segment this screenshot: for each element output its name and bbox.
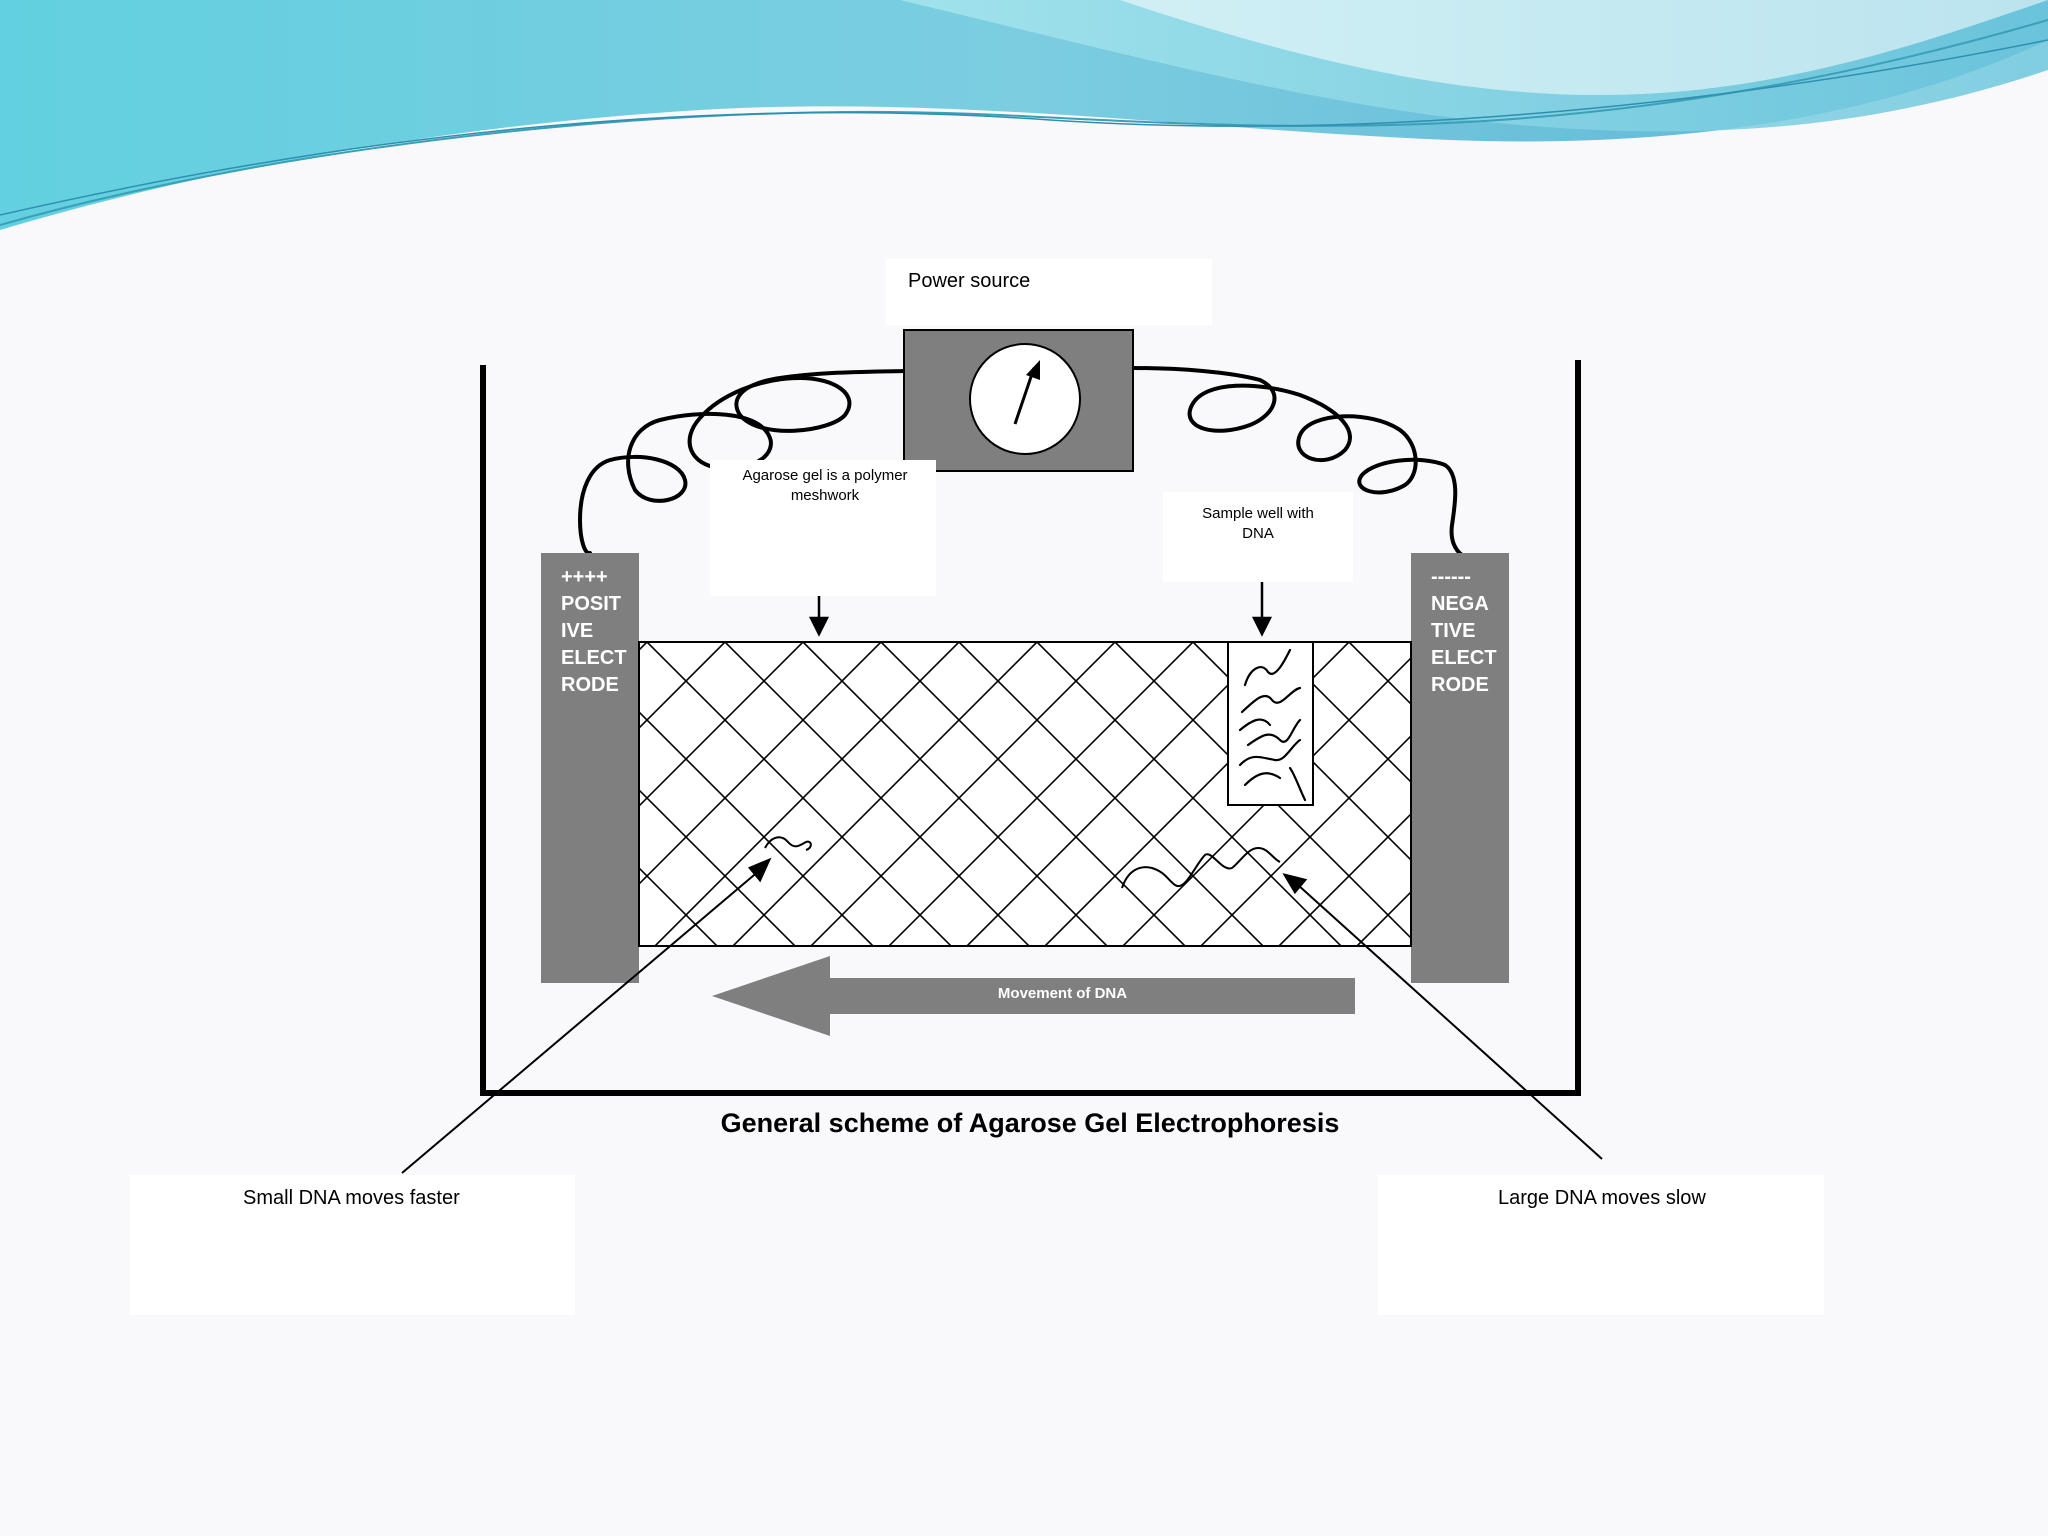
mesh-line [109,642,413,946]
negative-electrode [1411,553,1509,983]
mesh-line [880,642,1186,946]
mesh-line [732,642,1038,946]
mesh-line [187,642,491,946]
power-source-box [903,329,1134,472]
small-dna-label: Small DNA moves faster [243,1187,460,1209]
mesh-line [646,642,952,946]
mesh-line [1278,812,1411,946]
pointer-arrows [401,574,1603,1174]
large-dna-label-box [1378,1175,1824,1315]
large-dna-fragment [1121,846,1281,889]
power-source-label: Power source [908,270,1031,292]
mesh-line [1505,642,1809,946]
mesh-line [1661,642,1965,946]
mesh-line [888,642,1194,946]
right-wire [1131,366,1464,557]
mesh-line [639,866,718,946]
small-dna-fragment [764,836,812,851]
mesh-line [639,642,726,730]
positive-electrode-label: ++++ POSIT IVE ELECT RODE [561,566,627,696]
diagram-title: General scheme of Agarose Gel Electropho… [720,1108,1340,1138]
large-dna-label: Large DNA moves slow [1498,1187,1706,1209]
negative-electrode-label: ------ NEGA TIVE ELECT RODE [1431,566,1497,696]
mesh-line [1036,642,1342,946]
mesh-line [265,642,569,946]
mesh-line [639,788,796,946]
sample-well [1227,641,1314,806]
mesh-line [31,642,335,946]
mesh-line [958,642,1264,946]
mesh-line [654,642,960,946]
power-source-label-box [886,259,1212,325]
movement-label: Movement of DNA [997,985,1128,1002]
mesh-line [639,642,804,808]
gel-label: Agarose gel is a polymer meshwork [742,467,908,504]
gel-label-box [710,460,936,596]
well-label-box [1163,492,1353,582]
mesh-line [1200,734,1411,946]
mesh-line [639,710,874,946]
mesh-line [1583,642,1887,946]
well-label: Sample well with DNA [1202,505,1314,542]
small-dna-label-box [130,1175,575,1315]
header-wave [0,0,2048,230]
mesh-line [802,642,1108,946]
mesh-line [1270,642,1411,784]
mesh-line [810,642,1116,946]
mesh-line [724,642,1030,946]
buffer-tank [480,360,1581,1096]
mesh-line [639,642,882,886]
mesh-line [966,642,1272,946]
mesh-line [1356,890,1411,946]
positive-electrode [541,553,639,983]
mesh-line [1348,642,1411,706]
agarose-gel [31,641,1965,947]
movement-arrow [712,956,1355,1036]
